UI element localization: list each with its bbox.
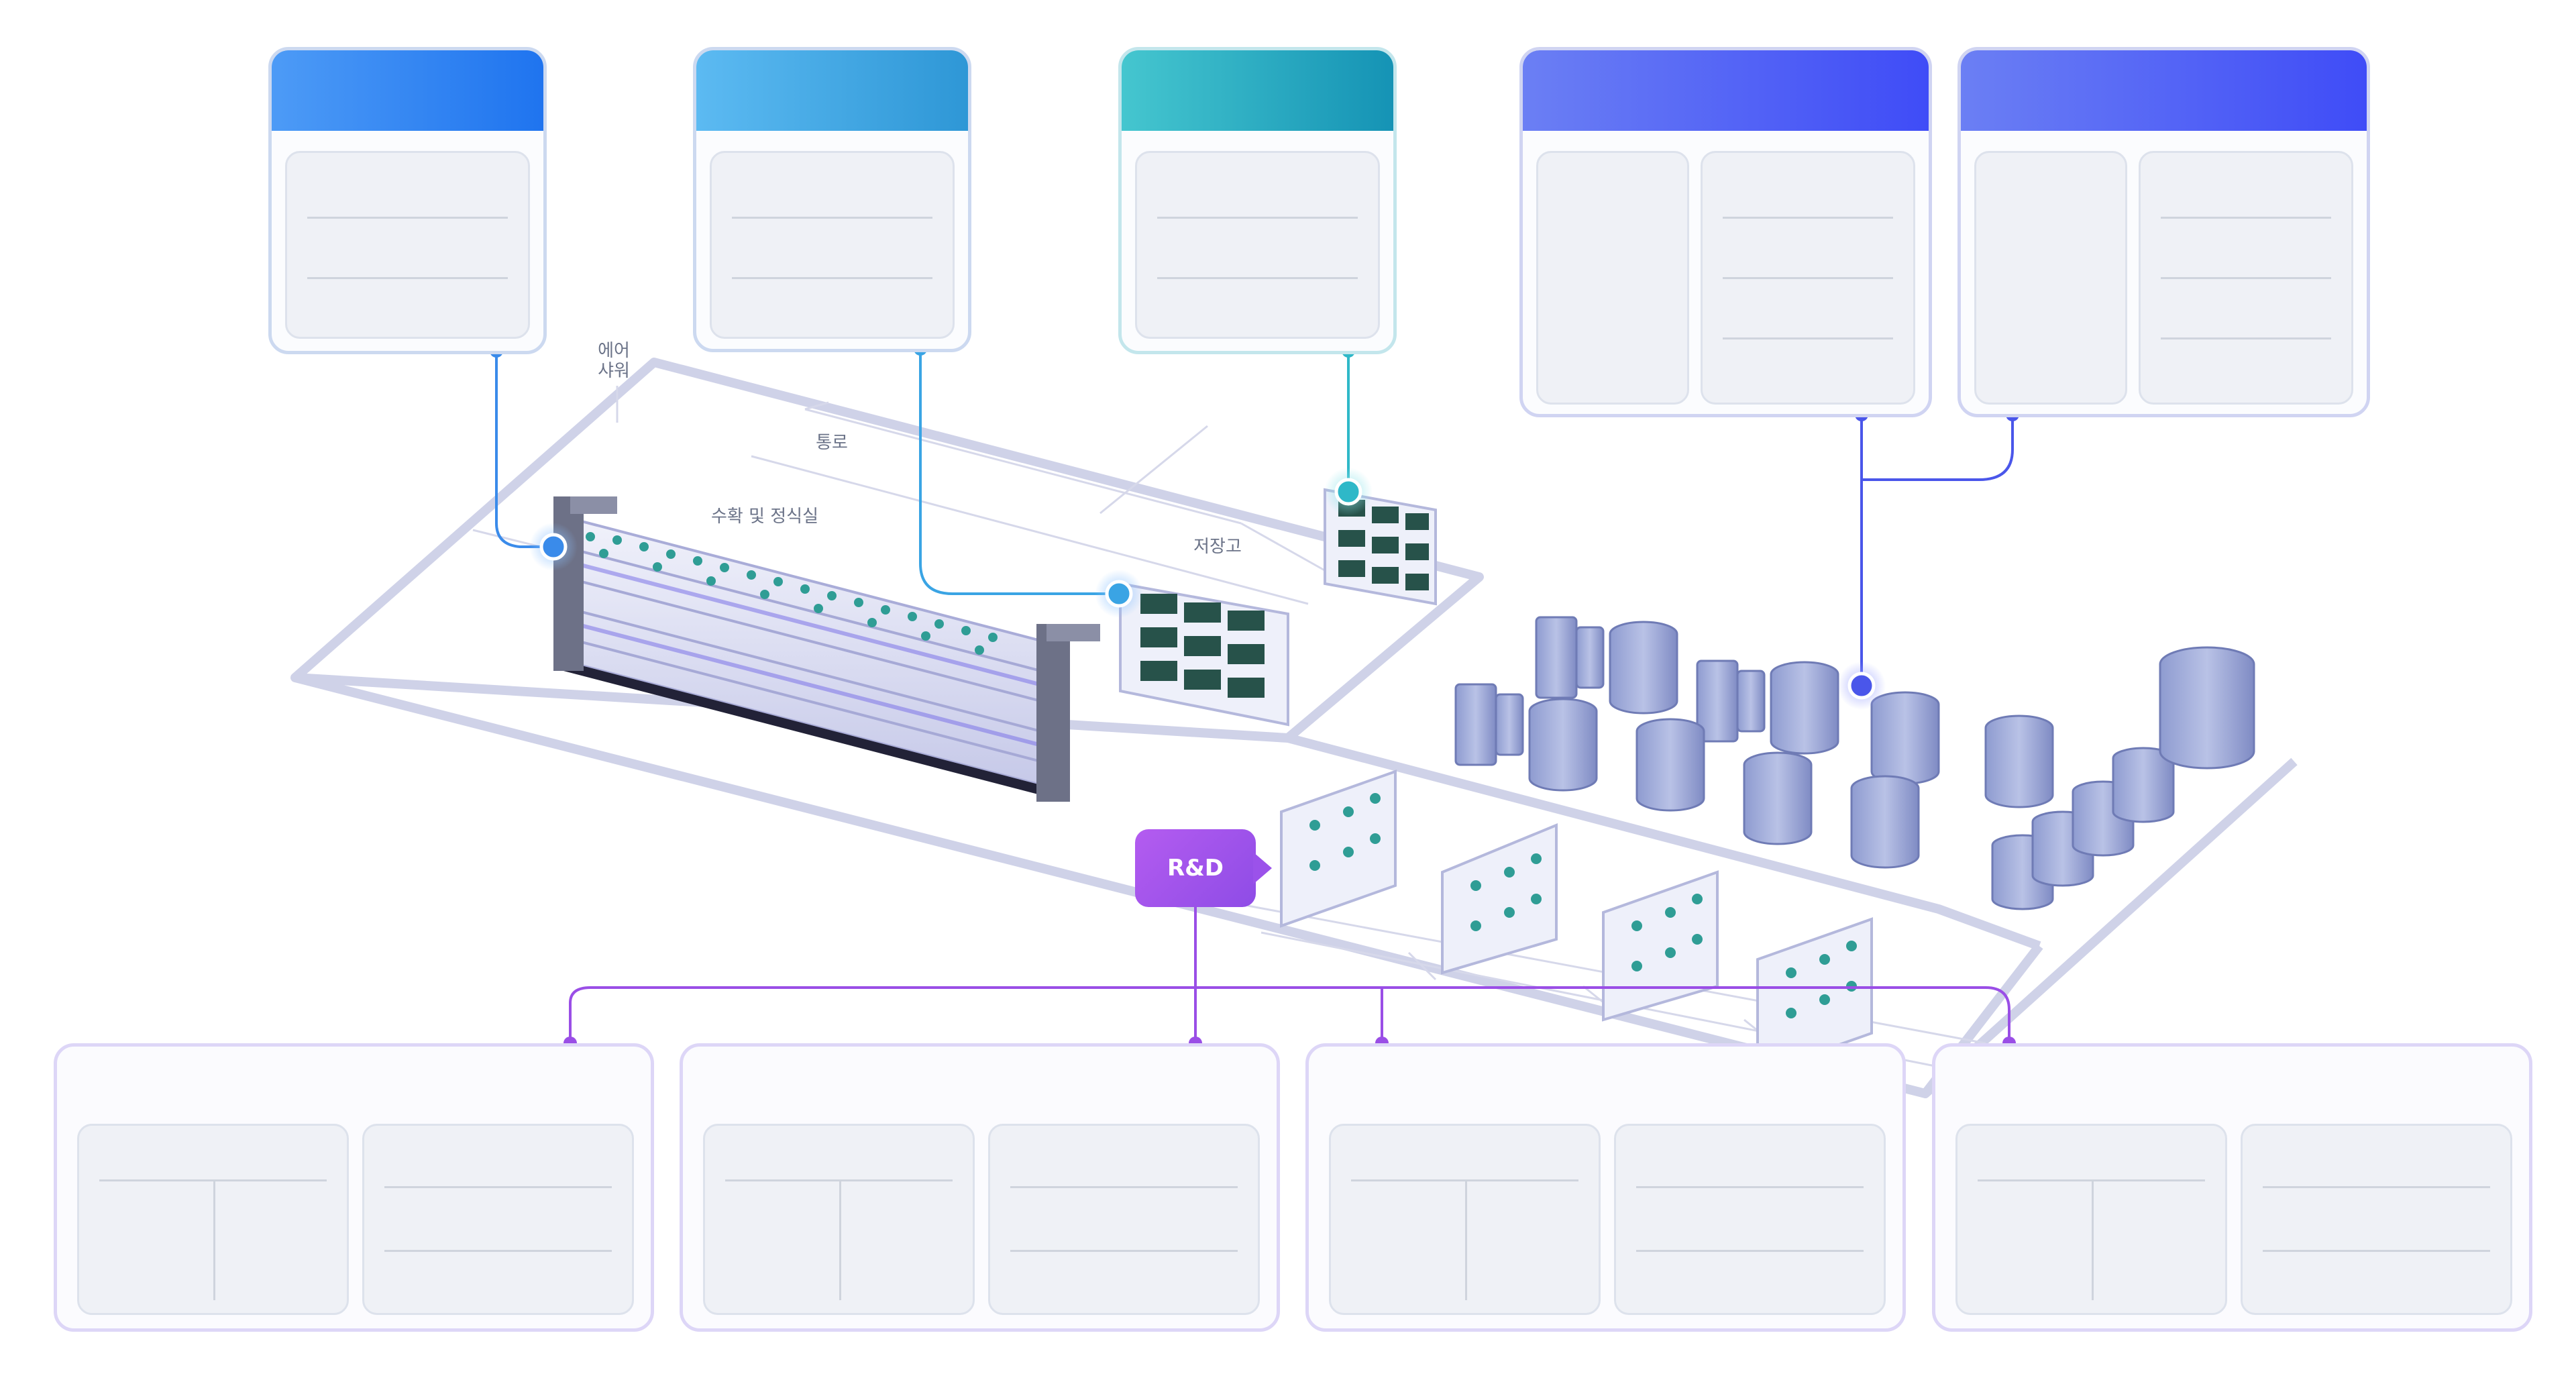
air-shower-label: 에어 샤워 <box>598 341 630 381</box>
top-card-3-panel <box>1135 151 1380 339</box>
top-card-2-panel <box>710 151 955 339</box>
top-card-2[interactable] <box>693 47 971 352</box>
top-card-4-panel-right <box>1701 151 1915 405</box>
top-card-5-header <box>1961 50 2367 131</box>
bottom-card-4[interactable] <box>1932 1043 2532 1332</box>
bottom-card-2-panel-left <box>703 1124 975 1315</box>
bottom-card-1[interactable] <box>54 1043 654 1332</box>
connector-card1 <box>495 352 553 548</box>
connector-card4-5 <box>1860 416 2014 481</box>
rnd-tag[interactable]: R&D <box>1135 829 1256 907</box>
process-equipment <box>1454 616 1766 766</box>
top-card-3[interactable] <box>1118 47 1397 354</box>
top-card-4[interactable] <box>1519 47 1932 417</box>
main-grow-rack <box>553 496 1100 802</box>
top-card-4-panel-left <box>1536 151 1689 405</box>
storage-rack-1 <box>1119 582 1289 727</box>
bottom-card-1-panel-left <box>77 1124 349 1315</box>
bottom-card-1-panel-right <box>362 1124 634 1315</box>
bottom-card-4-panel-right <box>2241 1124 2512 1315</box>
storage-label: 저장고 <box>1193 537 1242 557</box>
bottom-card-3[interactable] <box>1305 1043 1906 1332</box>
rnd-tag-pointer <box>1253 852 1272 884</box>
top-card-1-header <box>272 50 543 131</box>
connector-card2 <box>919 350 1120 595</box>
connector-rnd-bus <box>569 986 2010 1043</box>
rnd-plants <box>1309 793 1857 1018</box>
bottom-card-3-panel-left <box>1329 1124 1601 1315</box>
top-card-5-panel-right <box>2139 151 2353 405</box>
top-card-5[interactable] <box>1957 47 2370 417</box>
bottom-card-2-panel-right <box>988 1124 1260 1315</box>
bottom-card-4-panel-left <box>1955 1124 2227 1315</box>
corridor-label: 통로 <box>816 433 848 453</box>
storage-rack-2 <box>1324 488 1437 606</box>
top-card-1-panel <box>285 151 530 339</box>
bottom-card-3-panel-right <box>1614 1124 1886 1315</box>
top-card-3-header <box>1122 50 1393 131</box>
top-card-4-header <box>1523 50 1929 131</box>
top-card-2-header <box>696 50 968 131</box>
harvest-room-label: 수확 및 정식실 <box>710 507 819 527</box>
tanks <box>1528 621 2255 910</box>
rnd-racks <box>1280 770 1873 1075</box>
top-card-1[interactable] <box>268 47 547 354</box>
top-card-5-panel-left <box>1974 151 2127 405</box>
bottom-card-2[interactable] <box>680 1043 1280 1332</box>
